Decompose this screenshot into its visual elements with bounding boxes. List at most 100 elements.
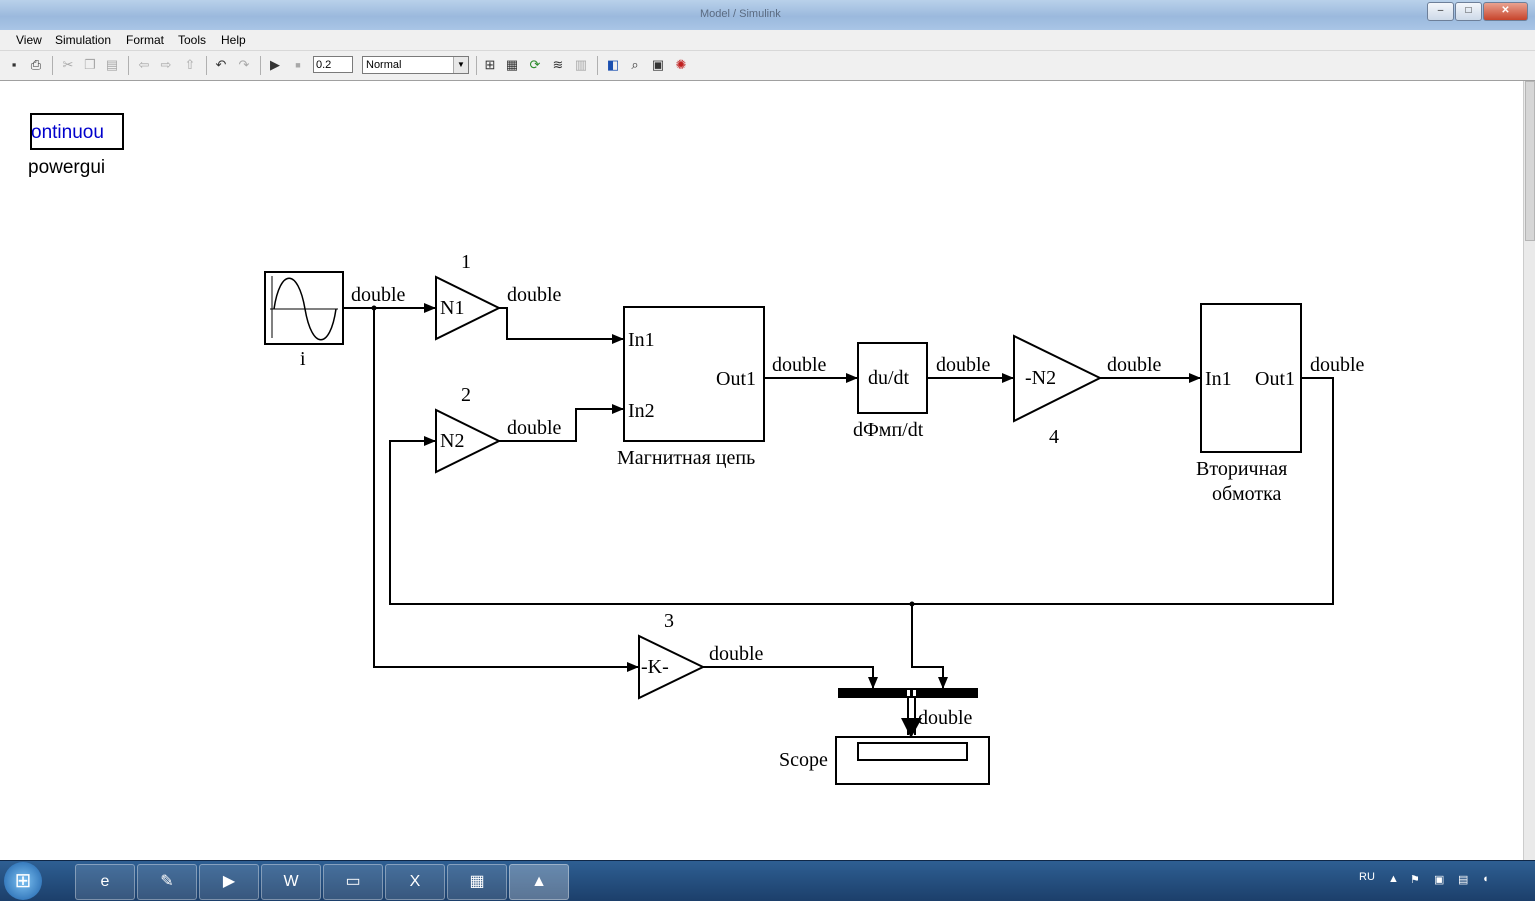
powergui-label: powergui <box>28 157 106 178</box>
explorer-icon[interactable]: ▭ <box>323 864 383 900</box>
calculator-icon[interactable]: ▦ <box>447 864 507 900</box>
menu-view[interactable]: View <box>16 33 42 47</box>
secondary-winding-label-line1: Вторичная <box>1196 458 1288 480</box>
gain1-text: N1 <box>440 297 465 319</box>
stop-time-input[interactable]: 0.2 <box>313 56 353 73</box>
tray-arrow-icon[interactable]: ▲ <box>1388 873 1399 885</box>
simulation-mode-select[interactable]: Normal ▼ <box>362 56 469 74</box>
model-explorer-icon[interactable]: ◧ <box>606 57 620 72</box>
toolbar-separator <box>260 56 261 75</box>
signal-line[interactable] <box>911 604 948 689</box>
magnetic-circuit-subsystem[interactable] <box>623 306 765 442</box>
signal-type-label: double <box>709 643 764 665</box>
mux-port <box>913 690 916 696</box>
toolbar: ▪ ⎙ ✂ ❐ ▤ ⇦ ⇨ ⇧ ↶ ↷ ▶ ■ ⊞ ▦ ⟳ ≋ ▥ ◧ ⌕ ▣ … <box>0 51 1535 81</box>
gain2-block[interactable] <box>435 408 502 474</box>
gain1-number: 1 <box>461 251 471 273</box>
matlab-icon[interactable]: ▲ <box>509 864 569 900</box>
derivative-label: dФмп/dt <box>853 419 924 441</box>
powergui-mode-text: ontinuou <box>31 122 104 143</box>
undo-icon[interactable]: ↶ <box>215 57 227 72</box>
word-icon[interactable]: W <box>261 864 321 900</box>
model-advisor-icon[interactable]: ⌕ <box>631 57 639 72</box>
media-player-icon[interactable]: ▶ <box>199 864 259 900</box>
menu-help[interactable]: Help <box>221 33 246 47</box>
signal-line[interactable] <box>373 308 639 672</box>
gain3-text: -K- <box>641 656 669 678</box>
scope-label: Scope <box>779 749 828 771</box>
print-icon[interactable]: ⎙ <box>30 57 42 72</box>
copy-icon[interactable]: ❐ <box>84 57 96 72</box>
gain2-text: N2 <box>440 430 465 452</box>
secondary-winding-label-line2: обмотка <box>1212 483 1282 505</box>
mux-port <box>907 690 910 696</box>
secondary-winding-subsystem[interactable] <box>1200 303 1302 453</box>
feedback-line[interactable] <box>389 377 1334 605</box>
paste-icon[interactable]: ▤ <box>105 57 119 72</box>
paint-icon[interactable]: ✎ <box>137 864 197 900</box>
signal-line[interactable] <box>703 666 878 689</box>
update-icon[interactable]: ≋ <box>552 57 564 72</box>
powergui-block[interactable]: ontinuou <box>30 113 124 150</box>
window-title: Model / Simulink <box>700 8 781 20</box>
internet-explorer-icon[interactable]: e <box>75 864 135 900</box>
gain3-block[interactable] <box>638 634 706 700</box>
save-icon[interactable]: ▪ <box>11 57 17 72</box>
menu-bar: View Simulation Format Tools Help <box>0 30 1535 51</box>
redo-icon[interactable]: ↷ <box>238 57 250 72</box>
cut-icon[interactable]: ✂ <box>62 57 74 72</box>
signal-type-label: double <box>351 284 406 306</box>
language-indicator[interactable]: RU <box>1359 871 1375 883</box>
model-canvas[interactable] <box>0 81 1523 860</box>
properties-icon[interactable]: ▣ <box>651 57 665 72</box>
signal-type-label: double <box>1310 354 1365 376</box>
signal-line[interactable] <box>499 307 624 344</box>
network-icon[interactable]: ▤ <box>1458 874 1469 886</box>
volume-icon[interactable]: ◖ <box>1482 873 1489 885</box>
menu-tools[interactable]: Tools <box>178 33 207 47</box>
menu-format[interactable]: Format <box>126 33 165 47</box>
simulation-mode-value: Normal <box>366 59 402 71</box>
taskbar: ⊞ e ✎ ▶ W ▭ X ▦ ▲ RU ▲ ⚑ ▣ ▤ ◖ <box>0 860 1535 901</box>
toolbar-separator <box>52 56 53 75</box>
close-button[interactable]: ✕ <box>1483 2 1528 21</box>
debugger-icon[interactable]: ✺ <box>675 57 687 72</box>
branch-point <box>371 305 377 311</box>
forward-icon[interactable]: ⇨ <box>160 57 172 72</box>
chevron-down-icon[interactable]: ▼ <box>453 57 468 73</box>
toolbar-separator <box>597 56 598 75</box>
toolbar-separator <box>206 56 207 75</box>
library-icon[interactable]: ▦ <box>505 57 519 72</box>
signal-type-label: double <box>772 354 827 376</box>
minimize-button[interactable]: – <box>1427 2 1454 21</box>
bus-arrow <box>901 718 922 738</box>
signal-type-label: double <box>1107 354 1162 376</box>
excel-icon[interactable]: X <box>385 864 445 900</box>
magnetic-in2-port: In2 <box>628 400 655 422</box>
signal-line[interactable] <box>499 404 624 442</box>
magnetic-circuit-label: Магнитная цепь <box>617 447 756 469</box>
debug-icon[interactable]: ▥ <box>574 57 588 72</box>
sine-source-block[interactable] <box>264 271 344 345</box>
gain4-block[interactable] <box>1013 334 1103 423</box>
build-icon[interactable]: ⊞ <box>484 57 496 72</box>
up-icon[interactable]: ⇧ <box>184 57 196 72</box>
signal-type-label: double <box>936 354 991 376</box>
start-button[interactable]: ⊞ <box>4 862 42 900</box>
back-icon[interactable]: ⇦ <box>138 57 150 72</box>
source-label: i <box>300 348 306 370</box>
toolbar-separator <box>476 56 477 75</box>
refresh-icon[interactable]: ⟳ <box>529 57 541 72</box>
device-icon[interactable]: ▣ <box>1434 874 1445 886</box>
signal-type-label: double <box>918 707 973 729</box>
window-titlebar[interactable]: Model / Simulink – □ ✕ <box>0 0 1535 30</box>
secondary-in1-port: In1 <box>1205 368 1232 390</box>
stop-icon[interactable]: ■ <box>295 60 301 70</box>
gain1-block[interactable] <box>435 275 502 341</box>
maximize-button[interactable]: □ <box>1455 2 1482 21</box>
signal-type-label: double <box>507 284 562 306</box>
menu-simulation[interactable]: Simulation <box>55 33 112 47</box>
start-icon[interactable]: ▶ <box>270 57 280 72</box>
flag-icon[interactable]: ⚑ <box>1410 874 1420 886</box>
magnetic-out1-port: Out1 <box>716 368 756 390</box>
